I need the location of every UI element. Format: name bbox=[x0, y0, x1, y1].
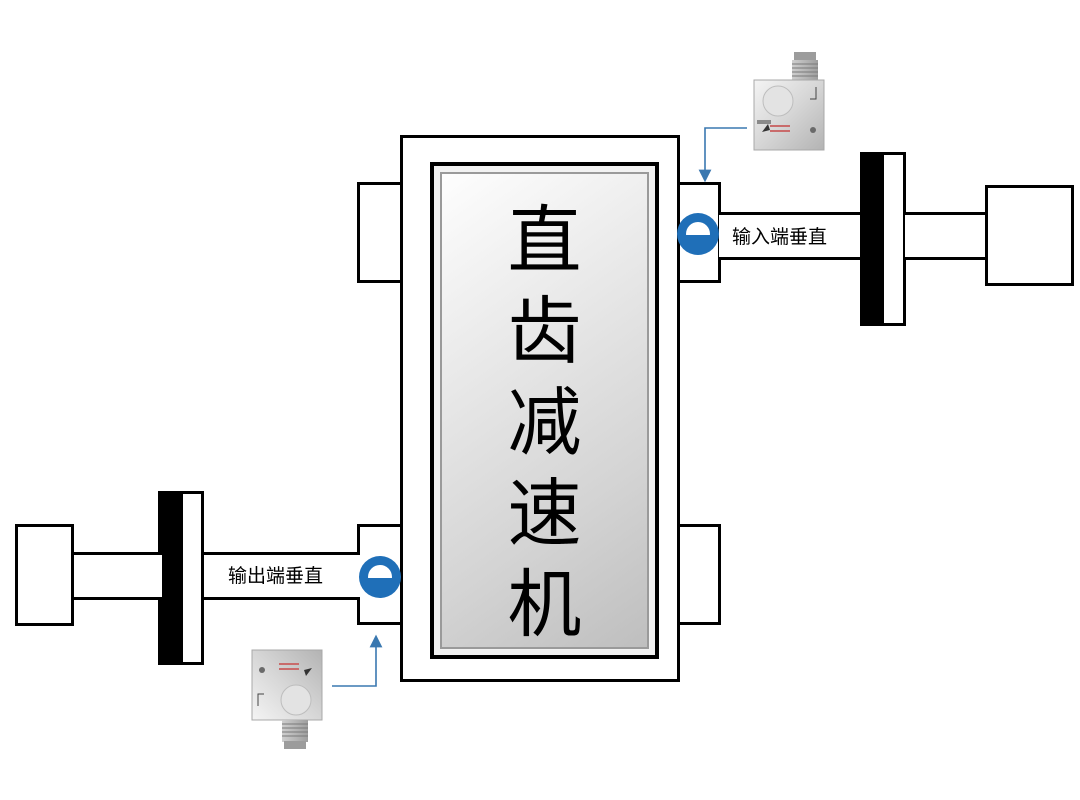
output-coupling-hub bbox=[158, 491, 182, 665]
top-sensor-leader-line bbox=[698, 127, 747, 183]
gearbox-title-char: 机 bbox=[507, 562, 582, 648]
output-vertical-label: 输出端垂直 bbox=[228, 565, 324, 587]
output-sensor-marker-icon bbox=[359, 556, 401, 598]
gearbox-title: 直齿减速机 bbox=[434, 196, 655, 651]
gearbox-nameplate: 直齿减速机 bbox=[430, 162, 659, 659]
bottom-sensor-leader-line bbox=[332, 634, 383, 687]
input-sensor-marker-icon bbox=[677, 213, 719, 255]
output-load-block bbox=[15, 524, 74, 626]
output-shaft bbox=[200, 552, 360, 600]
input-vertical-label: 输入端垂直 bbox=[732, 226, 828, 248]
input-coupling-hub bbox=[860, 152, 884, 326]
gearbox-housing: 直齿减速机 bbox=[400, 135, 680, 682]
input-motor-shaft bbox=[905, 212, 990, 260]
gearbox-left-upper-stub bbox=[357, 182, 403, 283]
gearbox-title-char: 直 bbox=[507, 198, 582, 284]
input-shaft bbox=[719, 212, 864, 260]
gearbox-title-char: 减 bbox=[507, 380, 582, 466]
input-coupling-flange bbox=[881, 152, 906, 326]
gearbox-right-lower-stub bbox=[677, 524, 721, 625]
input-motor-block bbox=[985, 185, 1074, 286]
gearbox-title-char: 齿 bbox=[507, 289, 582, 375]
gearbox-title-char: 速 bbox=[507, 471, 582, 557]
output-load-shaft bbox=[70, 552, 162, 600]
